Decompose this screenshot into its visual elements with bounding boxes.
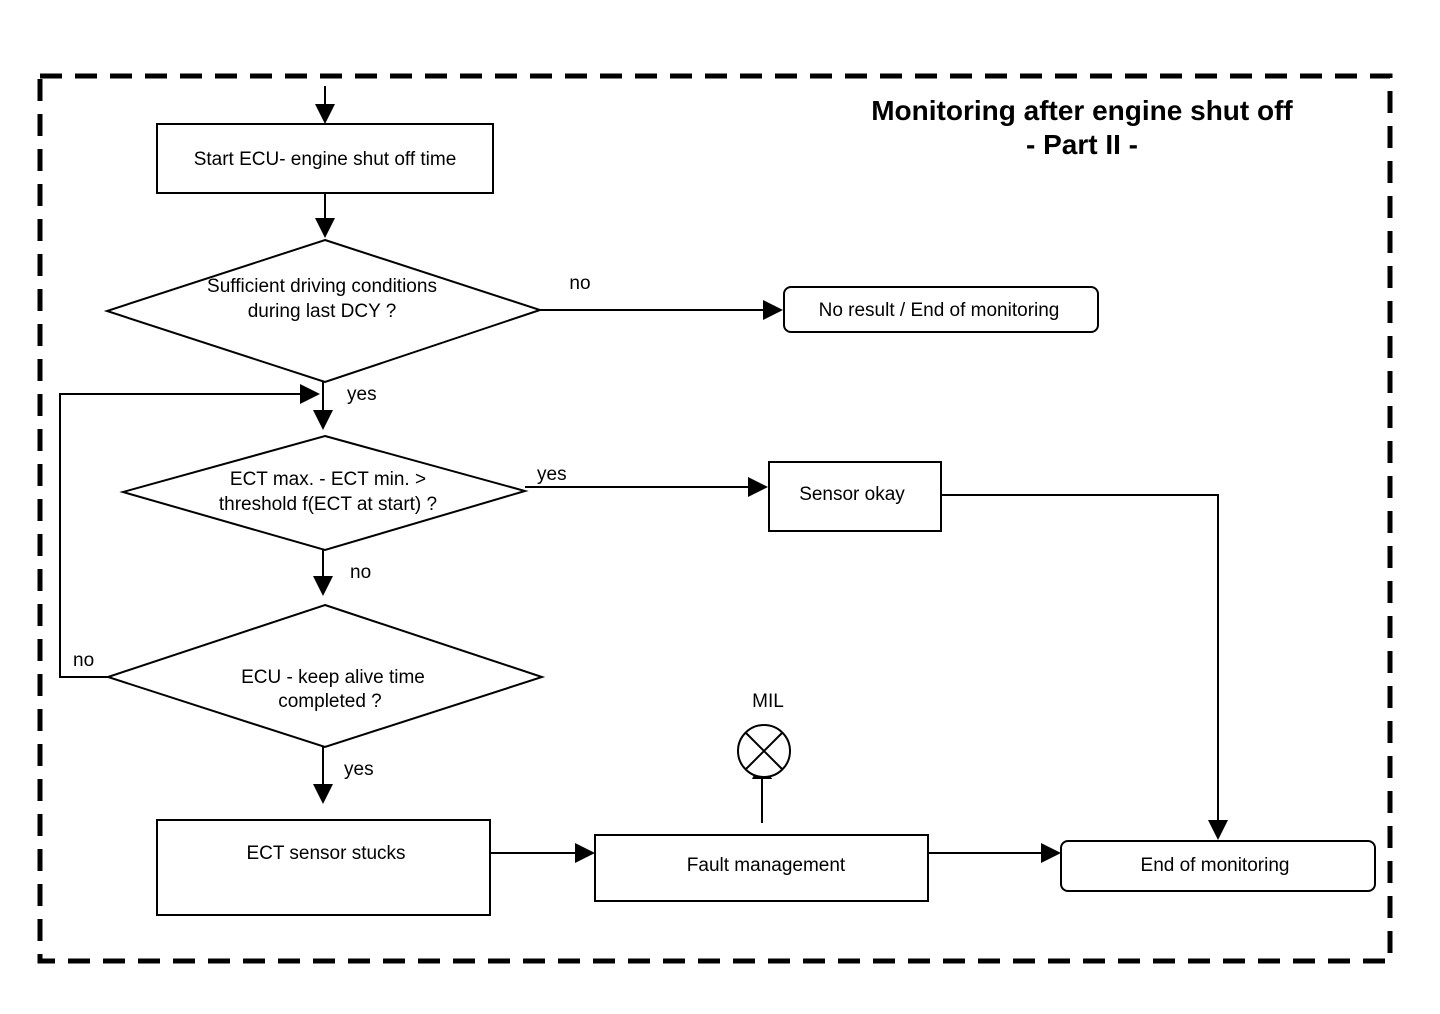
- arrow-driving-yes-head: [313, 410, 333, 430]
- mil-label: MIL: [752, 691, 784, 712]
- decision-keep-alive-label-line1: ECU - keep alive time: [241, 667, 425, 688]
- decision-driving-label-line2: during last DCY ?: [248, 301, 397, 322]
- arrow-driving-no-head: [763, 300, 783, 320]
- edge-label-ect-no: no: [350, 562, 371, 583]
- arrow-keep-alive-no-loop-head: [300, 384, 320, 404]
- sensor-okay-box: [768, 461, 942, 532]
- diagram-title-line2: - Part II -: [1026, 129, 1138, 160]
- decision-driving-label-line1: Sufficient driving conditions: [207, 276, 437, 297]
- arrow-sensor-okay-to-end-head: [1208, 820, 1228, 840]
- dashed-frame: [37, 73, 1393, 964]
- arrow-ect-no-head: [313, 576, 333, 596]
- decision-ect-threshold: [119, 434, 529, 552]
- edge-label-keep-alive-no: no: [73, 650, 94, 671]
- ect-stuck-box-label: ECT sensor stucks: [246, 843, 405, 864]
- ect-stuck-box: [156, 819, 491, 916]
- edge-label-ect-yes: yes: [537, 464, 567, 485]
- entry-arrow-head: [315, 104, 335, 124]
- arrow-ect-yes-head: [748, 477, 768, 497]
- no-result-box: [783, 286, 1099, 333]
- sensor-okay-box-label: Sensor okay: [799, 484, 905, 505]
- decision-ect-label-line2: threshold f(ECT at start) ?: [219, 494, 437, 515]
- edge-label-keep-alive-yes: yes: [344, 759, 374, 780]
- diagram-title-line1: Monitoring after engine shut off: [871, 95, 1293, 126]
- end-of-monitoring-box-label: End of monitoring: [1141, 855, 1290, 876]
- arrow-keep-alive-no-loop: [59, 393, 302, 678]
- end-of-monitoring-box: [1060, 840, 1376, 892]
- arrow-start-to-driving-head: [315, 218, 335, 238]
- arrow-stuck-to-fault-head: [575, 843, 595, 863]
- start-box-label: Start ECU- engine shut off time: [194, 149, 457, 170]
- start-box: [156, 123, 494, 194]
- decision-ect-label-line1: ECT max. - ECT min. >: [230, 469, 426, 490]
- arrow-sensor-okay-to-end: [941, 494, 1219, 822]
- arrow-keep-alive-yes-head: [313, 784, 333, 804]
- decision-driving-conditions: [103, 238, 544, 384]
- fault-management-box: [594, 834, 929, 902]
- decision-keep-alive-label-line2: completed ?: [278, 691, 382, 712]
- mil-lamp-icon: [737, 724, 791, 778]
- edge-label-driving-yes: yes: [347, 384, 377, 405]
- fault-management-box-label: Fault management: [687, 855, 846, 876]
- decision-keep-alive: [104, 603, 546, 749]
- edge-label-driving-no: no: [569, 273, 590, 294]
- arrow-fault-to-end-head: [1041, 843, 1061, 863]
- no-result-box-label: No result / End of monitoring: [819, 300, 1060, 321]
